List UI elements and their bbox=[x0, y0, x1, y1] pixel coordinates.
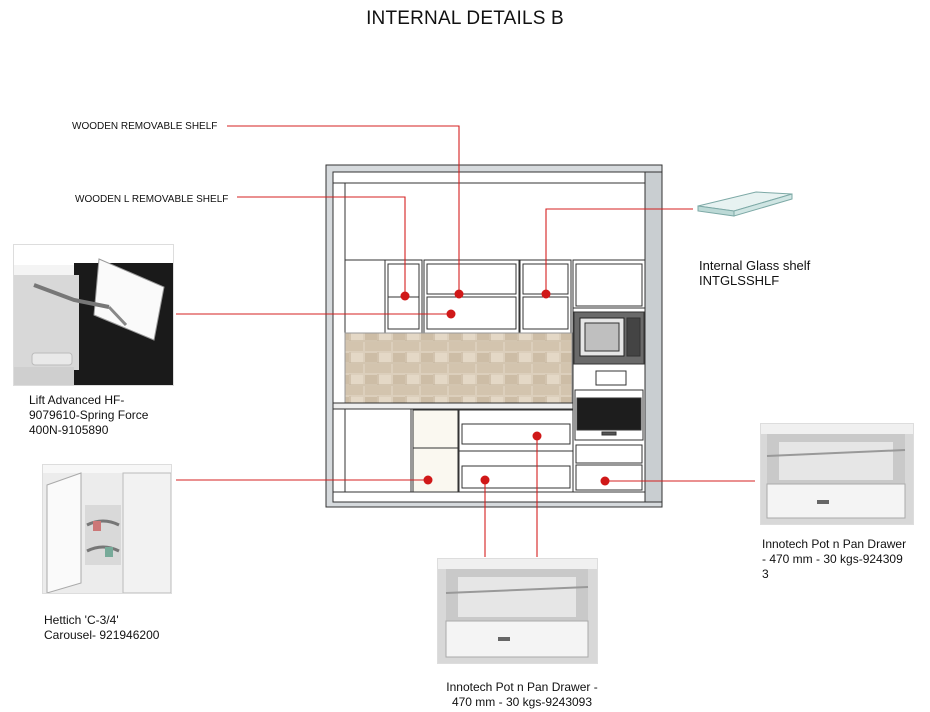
wooden-shelf-label: WOODEN REMOVABLE SHELF bbox=[72, 121, 218, 132]
drawer-center-photo bbox=[437, 558, 598, 664]
glass-shelf-label: Internal Glass shelf INTGLSSHLF bbox=[699, 258, 811, 288]
backsplash-tiles bbox=[344, 332, 573, 404]
wooden-l-shelf-label: WOODEN L REMOVABLE SHELF bbox=[75, 194, 229, 205]
carousel-photo bbox=[42, 464, 172, 594]
marker-dot bbox=[480, 475, 490, 485]
drawer-center-label: Innotech Pot n Pan Drawer - 470 mm - 30 … bbox=[446, 680, 598, 709]
lift-photo bbox=[13, 244, 174, 386]
drawer-right-photo bbox=[760, 423, 914, 525]
leader-glass-shelf bbox=[545, 208, 693, 294]
leader-wooden-shelf bbox=[227, 125, 460, 294]
callout-markers bbox=[400, 289, 610, 486]
glass-shelf-illustration bbox=[697, 191, 793, 217]
drawer-right-label: Innotech Pot n Pan Drawer - 470 mm - 30 … bbox=[762, 537, 907, 581]
marker-dot bbox=[541, 289, 551, 299]
marker-dot bbox=[400, 291, 410, 301]
marker-dot bbox=[532, 431, 542, 441]
marker-dot bbox=[454, 289, 464, 299]
leader-wooden-l-shelf bbox=[237, 196, 406, 296]
marker-dot bbox=[600, 476, 610, 486]
leader-lines bbox=[176, 125, 755, 557]
lift-label: Lift Advanced HF- 9079610-Spring Force 4… bbox=[29, 393, 149, 437]
upper-cabinets bbox=[344, 259, 646, 334]
base-cabinets bbox=[332, 402, 574, 493]
tall-appliance-unit bbox=[572, 307, 646, 493]
carousel-label: Hettich 'C-3/4' Carousel- 921946200 bbox=[44, 613, 160, 642]
marker-dot bbox=[423, 475, 433, 485]
marker-dot bbox=[446, 309, 456, 319]
page-title: INTERNAL DETAILS B bbox=[366, 8, 564, 29]
